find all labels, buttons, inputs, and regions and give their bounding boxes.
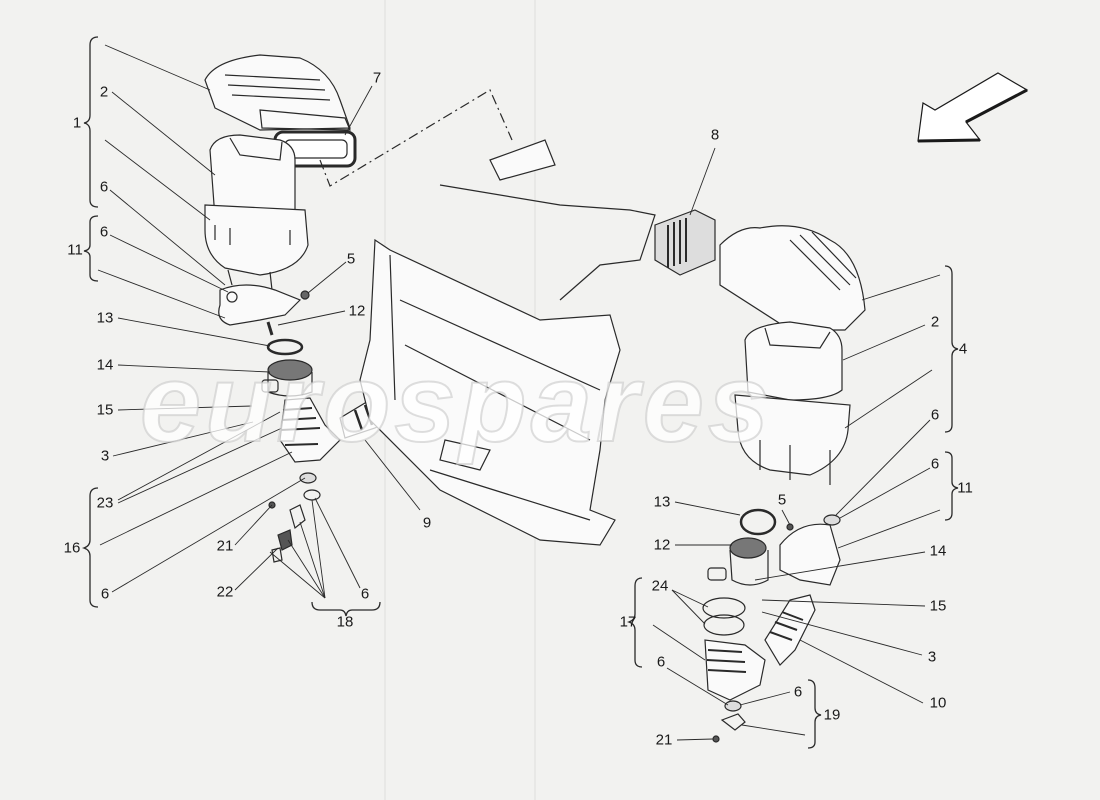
callout-label-6: 6: [360, 585, 370, 603]
right-air-filter: [744, 321, 843, 401]
callout-label-14: 14: [929, 542, 947, 560]
left-airbox-cover: [204, 54, 351, 131]
callout-label-15: 15: [929, 597, 947, 615]
callout-label-6: 6: [930, 406, 940, 424]
right-drain-parts-19: [712, 700, 746, 743]
callout-label-7: 7: [372, 69, 382, 87]
callout-label-3: 3: [927, 648, 937, 666]
callout-label-2: 2: [930, 313, 940, 331]
callout-label-10: 10: [929, 694, 947, 712]
right-intake-hose-17: [702, 597, 766, 701]
callout-label-6: 6: [99, 223, 109, 241]
callout-label-4: 4: [958, 340, 968, 358]
right-duct-seal-8: [654, 209, 716, 276]
callout-label-1: 1: [72, 114, 82, 132]
right-mass-airflow-sensor-14: [707, 537, 769, 586]
watermark: eurospares: [139, 341, 774, 466]
left-bracket-11: [218, 284, 310, 336]
callout-label-24: 24: [651, 577, 669, 595]
callout-label-12: 12: [348, 302, 366, 320]
callout-label-3: 3: [100, 447, 110, 465]
right-oring-13: [739, 508, 777, 536]
left-oring-13: [266, 338, 304, 356]
right-grommet-6: [823, 514, 841, 526]
callout-label-19: 19: [823, 706, 841, 724]
callout-label-11: 11: [957, 479, 973, 497]
callout-label-11: 11: [67, 241, 83, 259]
connection-dashline: [319, 89, 513, 187]
callout-label-2: 2: [99, 83, 109, 101]
callout-label-14: 14: [96, 356, 114, 374]
callout-label-21: 21: [216, 537, 234, 555]
left-intake-hose-3: [279, 397, 341, 463]
callout-label-9: 9: [422, 514, 432, 532]
right-bracket-11: [779, 523, 841, 586]
callout-label-23: 23: [96, 494, 114, 512]
callout-label-22: 22: [216, 583, 234, 601]
callout-label-13: 13: [653, 493, 671, 511]
callout-label-6: 6: [656, 653, 666, 671]
callout-label-6: 6: [930, 455, 940, 473]
right-airbox-base: [734, 394, 851, 485]
center-air-duct-panel: [359, 139, 656, 546]
callout-label-6: 6: [793, 683, 803, 701]
right-hose-10: [764, 594, 816, 666]
callout-label-13: 13: [96, 309, 114, 327]
callout-label-12: 12: [653, 536, 671, 554]
group-brackets: [81, 36, 959, 749]
leader-lines: [97, 44, 941, 741]
left-airbox-base: [204, 204, 309, 291]
callout-label-21: 21: [655, 731, 673, 749]
callout-label-18: 18: [336, 613, 354, 631]
callout-label-6: 6: [100, 585, 110, 603]
callout-label-8: 8: [710, 126, 720, 144]
callout-label-5: 5: [346, 250, 356, 268]
callout-label-6: 6: [99, 178, 109, 196]
right-airbox-cover: [719, 225, 866, 331]
callout-label-15: 15: [96, 401, 114, 419]
callout-label-16: 16: [63, 539, 81, 557]
callout-label-17: 17: [619, 613, 637, 631]
left-drain-parts-18: [268, 472, 321, 563]
callout-label-5: 5: [777, 491, 787, 509]
left-mass-airflow-sensor-14: [261, 359, 313, 397]
front-direction-arrow: [917, 72, 1029, 142]
